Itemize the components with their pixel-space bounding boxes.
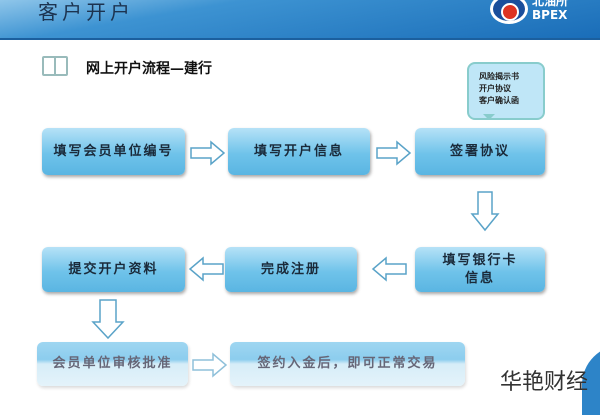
book-icon <box>42 56 68 76</box>
watermark: 华艳财经 <box>500 370 589 395</box>
page-title: 客户开户 <box>38 0 134 24</box>
left-arrow-icon <box>188 256 224 282</box>
step-start-trading: 签约入金后，即可正常交易 <box>230 342 465 386</box>
step-member-number: 填写会员单位编号 <box>42 128 185 175</box>
down-arrow-icon <box>91 299 125 340</box>
section-subtitle: 网上开户流程—建行 <box>86 61 212 77</box>
step-complete-registration: 完成注册 <box>225 247 357 292</box>
down-arrow-icon <box>470 191 500 232</box>
bpex-logo-icon <box>490 0 528 24</box>
right-arrow-icon <box>190 140 226 166</box>
right-arrow-icon <box>192 352 228 378</box>
step-member-approval: 会员单位审核批准 <box>37 342 188 386</box>
step-submit-materials: 提交开户资料 <box>42 247 185 292</box>
right-arrow-icon <box>376 140 412 166</box>
left-arrow-icon <box>371 256 407 282</box>
step-sign-agreement: 签署协议 <box>415 128 545 175</box>
step-bank-card: 填写银行卡 信息 <box>415 247 545 292</box>
step-account-info: 填写开户信息 <box>228 128 370 175</box>
documents-callout: 风险揭示书开户协议客户确认函 <box>467 62 545 120</box>
